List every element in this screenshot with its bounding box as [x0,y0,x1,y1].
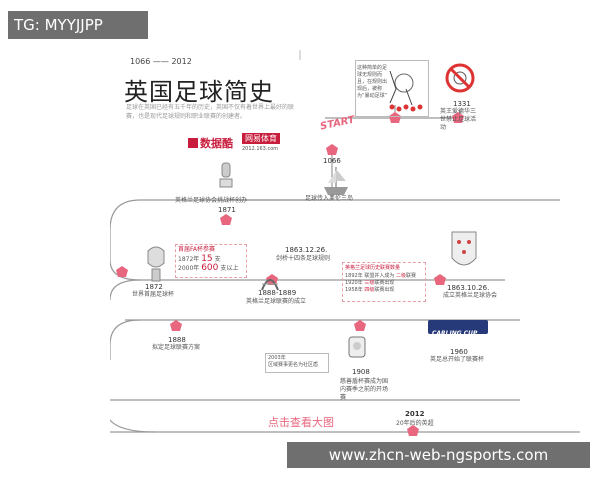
intro-text: 足球在英国已经有五千年的历史，英国不仅有着世界上最好的联赛，也是现代足球规则和职… [126,104,295,120]
event-year: 1888 [168,336,186,344]
event-text: 成立英格兰足球协会 [443,292,498,299]
event-year: 1960 [450,348,468,356]
medieval-football-illustration [355,60,429,117]
event-year: 1872 [145,283,163,291]
watermark-tag: TG: MYYJJPP [8,11,148,39]
event-text: 慈善盾杯赛成为国内赛季之前的开场赛 [340,378,389,401]
event-year: 2012 [405,410,425,418]
shujuku-logo: 数据酷 [188,135,233,151]
footer-url-banner: www.zhcn-web-ngsports.com [287,442,590,468]
netease-sports-logo: 网易体育 [242,133,280,144]
event-year: 1863.12.26. [285,246,328,254]
top-note: 这种简单的足球无规则而且，在规则出现后，被称为“暴动足球” [357,65,388,99]
event-year: 1908 [352,368,370,376]
infographic-image[interactable]: 这种简单的足球无规则而且，在规则出现后，被称为“暴动足球” CARLING CU… [110,45,580,440]
event-text: 英格兰足球协会挑战杯创办 [175,197,248,204]
event-text: 英王爱德华三世禁止足球活动 [440,108,477,131]
shujuku-logo-icon [188,138,198,148]
crest-icon [450,230,478,275]
event-year: 1871 [218,206,236,214]
league-logo-icon [260,270,280,295]
event-year: 1066 [323,157,341,165]
event-text: 英足总开始了联赛杯 [430,356,485,363]
event-text: 拟定足球联赛方案 [152,344,201,351]
league-stat-box: 英格兰足球历史联赛数量 1892年 联盟并入成为 二级联赛 1920年 三级联赛… [342,262,426,302]
event-text: 剑桥十四条足球规则 [276,255,331,262]
event-text: 英格兰足球联赛的成立 [246,298,307,305]
event-text: 20年后的英超 [396,420,434,427]
timeline-span: 1066 —— 2012 [130,57,192,66]
infographic-title: 英国足球简史 [124,78,274,106]
event-text: 足球传入英伦三岛 [305,195,354,202]
community-shield-note: 2003年 区域赛事更名为社区盾 [265,353,329,373]
ship-icon [322,165,350,197]
fa-cup-stat-box: 首届FA杯参赛 1872年 15 支 2000年 600 支以上 [175,244,247,278]
event-year: 1331 [453,100,471,108]
no-football-sign-icon [445,63,475,93]
trophy-icon [217,161,235,191]
fa-cup-icon [142,245,170,285]
carling-cup-logo: CARLING CUP [428,320,488,337]
shield-trophy-icon [347,335,367,361]
event-year: 1863.10.26. [447,284,490,292]
view-large-link[interactable]: 点击查看大图 [268,416,334,429]
event-year: 1888-1889 [258,289,297,297]
netease-sports-url: 2012.163.com [242,146,279,152]
event-text: 世界首届足球杯 [132,291,175,298]
